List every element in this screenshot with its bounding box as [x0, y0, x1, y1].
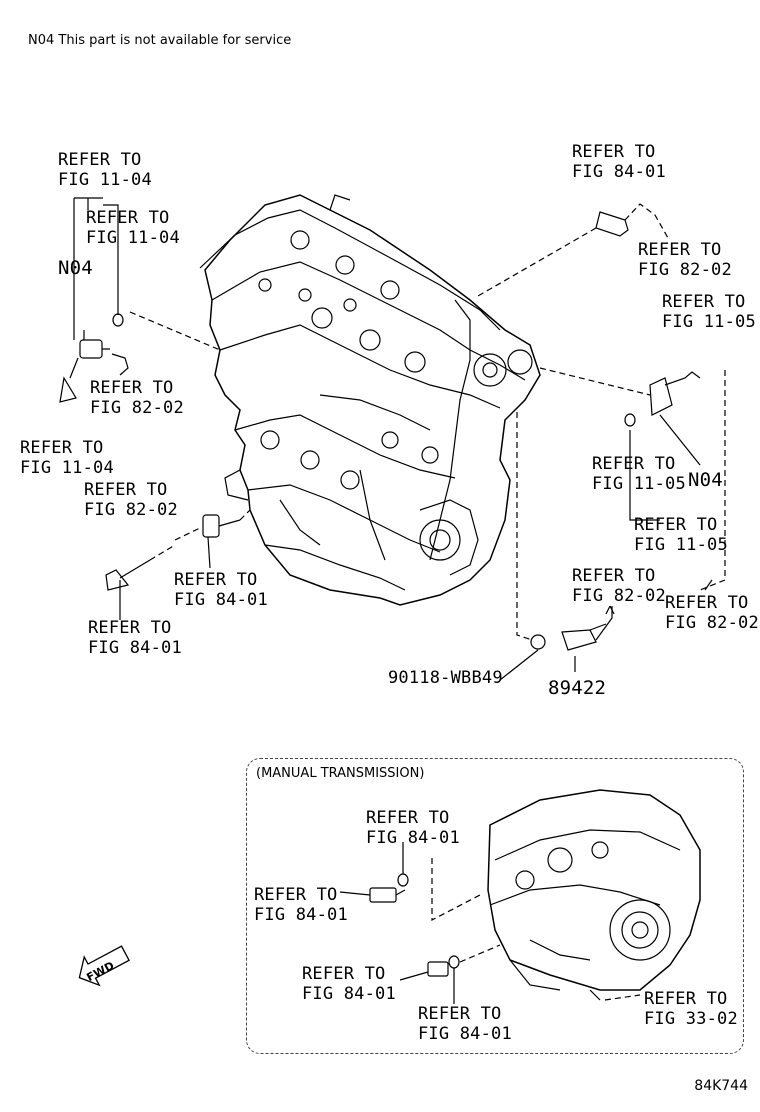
manual-transmission-title: (MANUAL TRANSMISSION)	[256, 766, 425, 781]
transmission-drawing	[339, 789, 701, 1004]
n04-label-right: N04	[688, 469, 723, 491]
part-number-gasket: 90118-WBB49	[388, 668, 503, 688]
part-number-sensor: 89422	[548, 677, 607, 699]
n04-label-left: N04	[58, 257, 93, 279]
top-right-sensor-group	[477, 203, 669, 297]
left-sensor-group	[59, 197, 251, 620]
illustration-code: 84K744	[694, 1078, 748, 1094]
right-sensor-group	[499, 367, 726, 681]
fwd-arrow-icon	[78, 945, 130, 987]
engine-block-drawing	[199, 194, 541, 606]
manual-transmission-box	[246, 758, 744, 1054]
service-note: N04 This part is not available for servi…	[28, 33, 292, 48]
